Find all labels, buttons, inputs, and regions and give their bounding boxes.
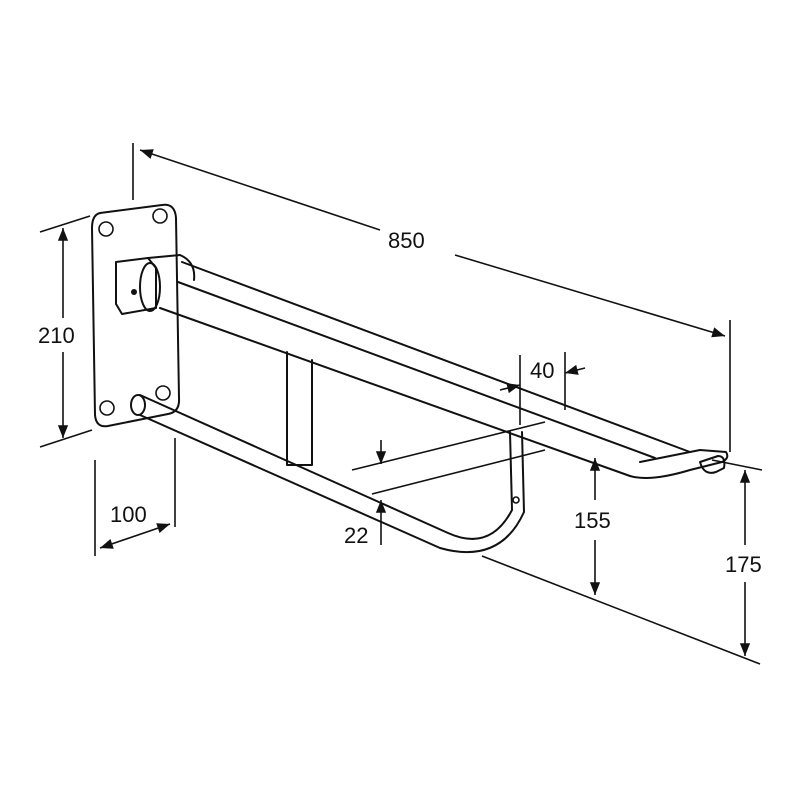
- mounting-hole: [152, 208, 168, 224]
- mounting-hole: [98, 221, 114, 237]
- top-bar: [159, 261, 729, 479]
- dimension-depth: 100: [94, 438, 176, 556]
- mounting-hole: [99, 400, 115, 416]
- dim-label-plate-height: 210: [38, 323, 75, 348]
- dimension-tube-offset: 22: [344, 421, 546, 548]
- dim-label-depth: 100: [110, 502, 147, 527]
- vertical-strut: [286, 351, 313, 466]
- wall-plate: [91, 203, 181, 428]
- dimension-plate-height: 210: [38, 215, 93, 448]
- hinge-block: [115, 254, 196, 315]
- lower-tube: [130, 394, 525, 554]
- dim-label-tube-offset: 22: [344, 523, 368, 548]
- dimension-tip-width: 40: [499, 352, 586, 425]
- dimension-length: 850: [132, 143, 731, 452]
- mounting-hole: [155, 385, 171, 401]
- dim-label-bar-height: 155: [574, 508, 611, 533]
- dim-label-length: 850: [388, 228, 425, 253]
- dim-label-total-height: 175: [725, 552, 762, 577]
- dimension-total-height: 175: [481, 459, 763, 665]
- dimension-bar-height: 155: [574, 457, 611, 595]
- dim-label-tip-width: 40: [530, 358, 554, 383]
